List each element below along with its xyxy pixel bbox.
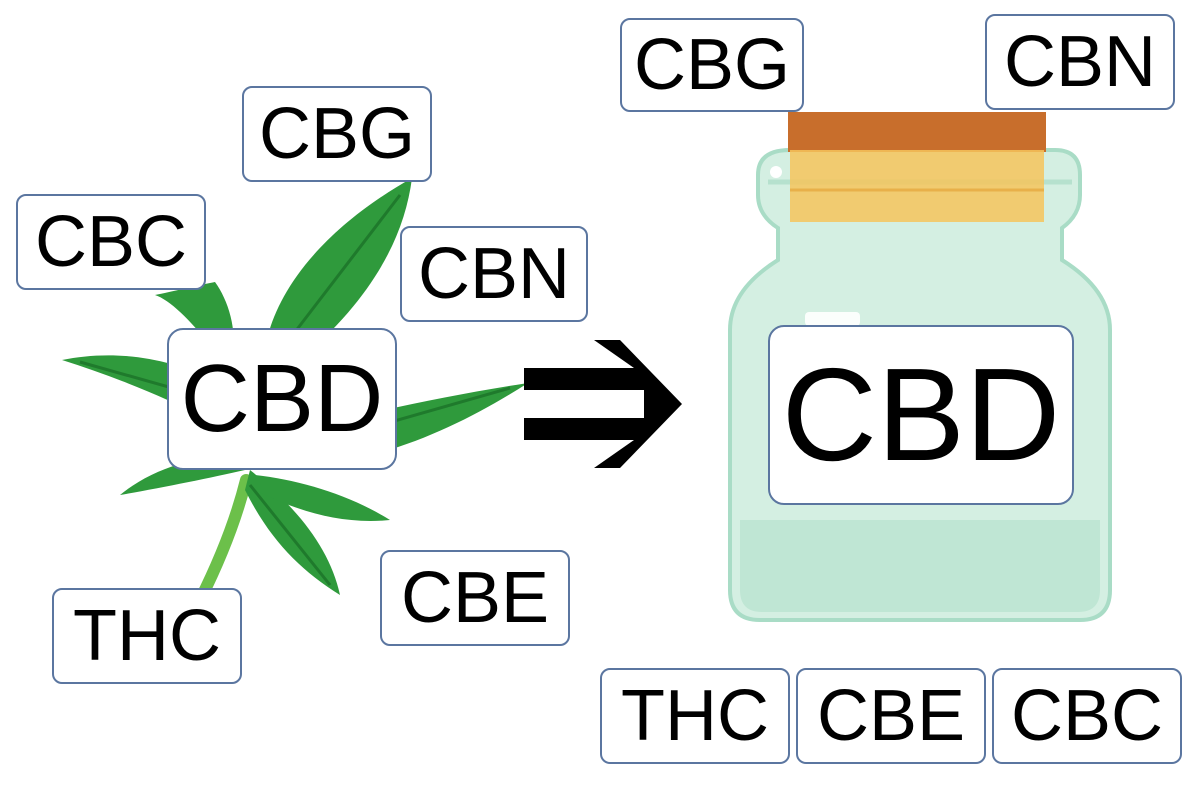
double-right-arrow-icon — [524, 340, 682, 468]
jar-label-cbc: CBC — [992, 668, 1182, 764]
plant-label-cbn: CBN — [400, 226, 588, 322]
plant-label-cbe: CBE — [380, 550, 570, 646]
leaf-stem — [194, 474, 252, 606]
plant-label-cbg: CBG — [242, 86, 432, 182]
jar-label-cbe: CBE — [796, 668, 986, 764]
plant-label-thc: THC — [52, 588, 242, 684]
jar-label-thc: THC — [600, 668, 790, 764]
jar-label-cbg: CBG — [620, 18, 804, 112]
plant-label-cbd: CBD — [167, 328, 397, 470]
leaflet-lower-right — [245, 470, 340, 595]
jar-cork-band — [790, 150, 1044, 222]
jar-label-cbn: CBN — [985, 14, 1175, 110]
plant-label-cbc: CBC — [16, 194, 206, 290]
jar-label-cbd: CBD — [768, 325, 1074, 505]
jar-cork — [788, 112, 1046, 152]
jar-base-shade — [740, 520, 1100, 612]
leaflet-top — [268, 178, 412, 360]
leaflet-lower-mid — [255, 475, 390, 521]
